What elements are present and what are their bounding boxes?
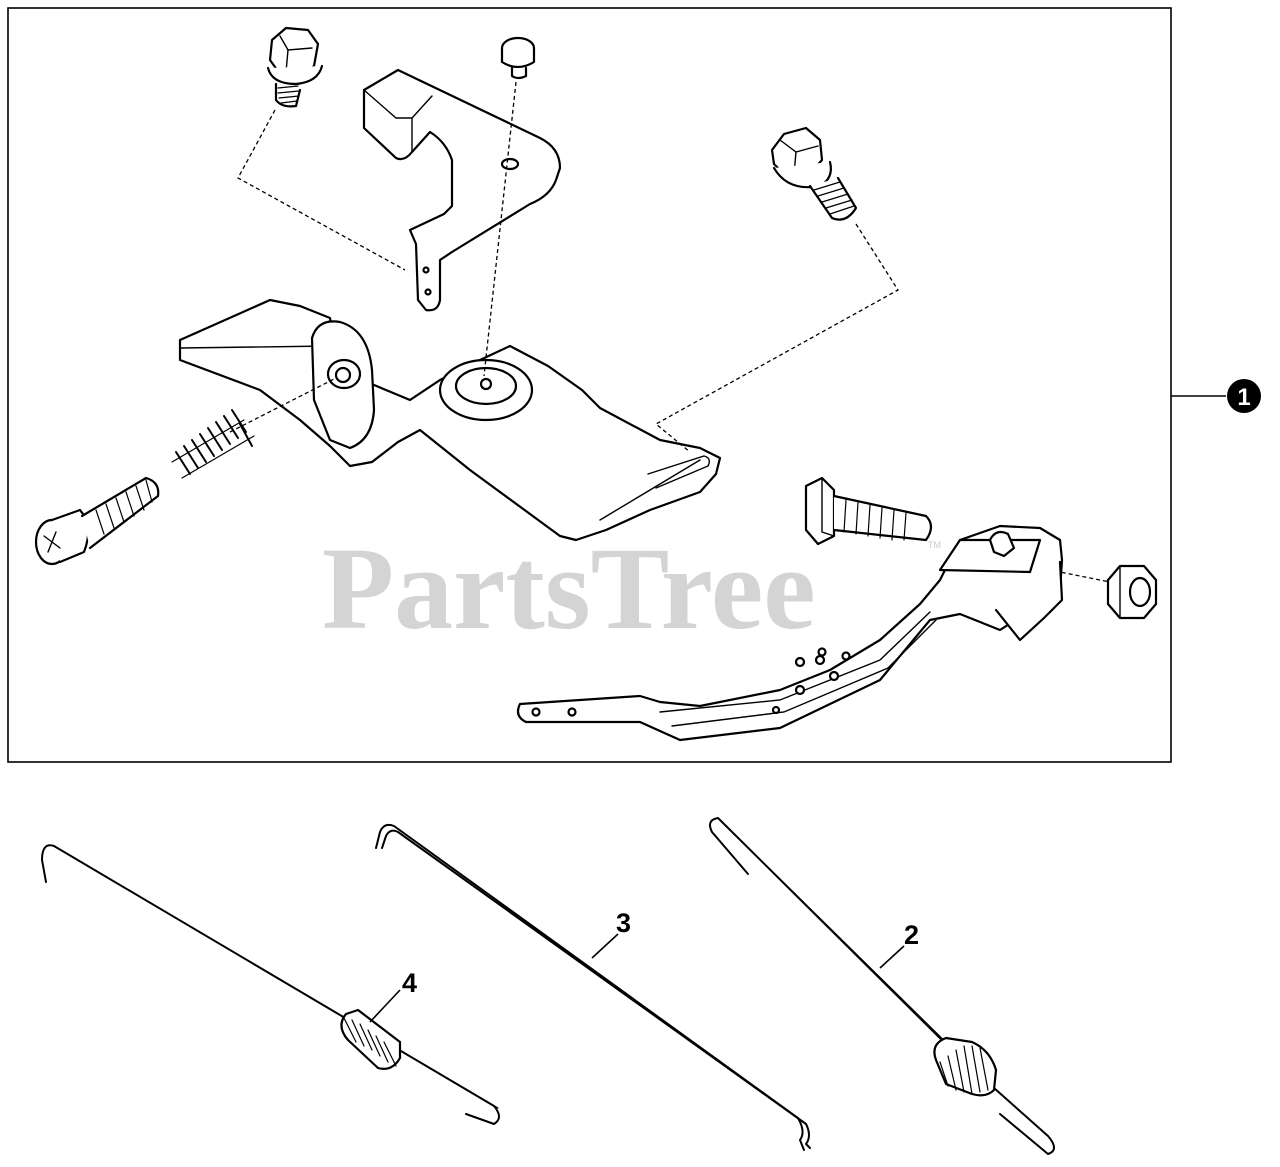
callout-1[interactable]: 1: [1171, 379, 1261, 413]
compression-spring: [171, 409, 255, 479]
extension-spring: [933, 1036, 998, 1097]
lower-plate: [178, 298, 722, 542]
rod-with-spring: 2: [709, 817, 1055, 1155]
kit-frame: [7, 7, 1172, 763]
flange-bolt-top: [266, 26, 324, 108]
callout-1-label: 1: [1237, 384, 1250, 411]
callout-3-label[interactable]: 3: [616, 908, 631, 938]
assembly-lines: [229, 81, 1111, 583]
pin-screw: [500, 36, 536, 80]
flange-bolt-right: [770, 126, 858, 221]
watermark-tm: TM: [928, 540, 941, 550]
callout-2-label[interactable]: 2: [904, 920, 919, 950]
bushing-spring: [340, 1008, 402, 1070]
t-bolt: [804, 476, 933, 546]
rod-with-bushing: 4: [41, 844, 500, 1125]
straight-rod: 3: [375, 823, 811, 1151]
watermark-text: PartsTree: [322, 523, 816, 654]
hex-nut: [1106, 564, 1158, 620]
pan-head-screw: [34, 476, 160, 566]
upper-bracket: [362, 68, 562, 312]
watermark: PartsTree TM: [322, 523, 941, 654]
control-lever: [516, 524, 1064, 742]
callout-4-label[interactable]: 4: [402, 968, 417, 998]
